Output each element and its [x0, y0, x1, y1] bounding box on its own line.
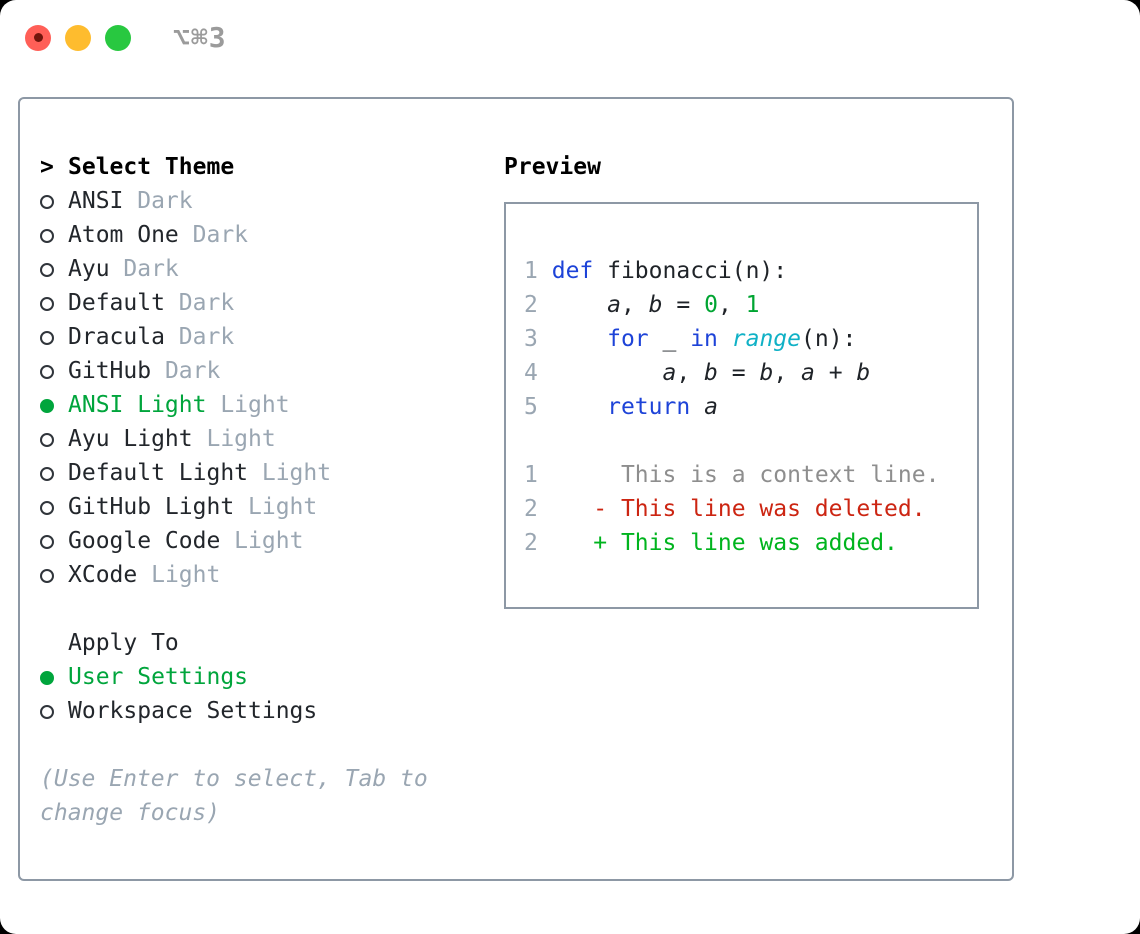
preview-column: Preview 1 def fibonacci(n): 2 a, b = 0, 1… [504, 150, 979, 609]
theme-item-default-light[interactable]: Default Light Light [40, 456, 470, 490]
apply-to-header: Apply To [40, 626, 470, 660]
radio-icon [40, 399, 54, 413]
item-variant: Light [137, 562, 221, 588]
titlebar: ⌥⌘3 [25, 21, 227, 54]
window-title-shortcut: ⌥⌘3 [173, 21, 227, 54]
radio-icon [40, 297, 54, 311]
item-variant: Dark [164, 290, 235, 316]
theme-item-ayu-light[interactable]: Ayu Light Light [40, 422, 470, 456]
theme-item-xcode[interactable]: XCode Light [40, 558, 470, 592]
code-line: 5 return a [524, 394, 718, 420]
item-variant: Dark [151, 358, 221, 384]
radio-icon [40, 705, 54, 719]
radio-icon [40, 501, 54, 515]
theme-item-ansi-light[interactable]: ANSI Light Light [40, 388, 470, 422]
code-line: 1 def fibonacci(n): [524, 258, 788, 284]
minimize-button[interactable] [65, 24, 91, 51]
item-variant: Dark [178, 222, 249, 248]
select-theme-header: > Select Theme [40, 150, 470, 184]
preview-box: 1 def fibonacci(n): 2 a, b = 0, 1 3 for _ … [504, 202, 979, 609]
radio-icon [40, 467, 54, 481]
theme-item-atom-one[interactable]: Atom One Dark [40, 218, 470, 252]
item-variant: Light [220, 528, 304, 554]
item-label: Ayu [68, 256, 110, 282]
theme-item-dracula[interactable]: Dracula Dark [40, 320, 470, 354]
radio-icon [40, 569, 54, 583]
item-label: ANSI Light [68, 392, 207, 418]
preview-code: 1 def fibonacci(n): 2 a, b = 0, 1 3 for _ … [524, 254, 977, 560]
item-variant: Light [234, 494, 318, 520]
item-label: Google Code [68, 528, 221, 554]
preview-header: Preview [504, 154, 601, 180]
item-label: Default Light [68, 460, 249, 486]
item-variant: Dark [109, 256, 179, 282]
apply-option-workspace-settings[interactable]: Workspace Settings [40, 694, 470, 728]
item-label: Dracula [68, 324, 165, 350]
radio-icon [40, 535, 54, 549]
radio-icon [40, 263, 54, 277]
code-line: 2 - This line was deleted. [524, 496, 926, 522]
item-variant: Light [192, 426, 276, 452]
item-variant: Light [206, 392, 290, 418]
theme-item-github[interactable]: GitHub Dark [40, 354, 470, 388]
select-theme-header-label: Select Theme [68, 154, 235, 180]
theme-item-ayu[interactable]: Ayu Dark [40, 252, 470, 286]
maximize-button[interactable] [105, 24, 131, 51]
item-label: Atom One [68, 222, 179, 248]
apply-option-user-settings[interactable]: User Settings [40, 660, 470, 694]
item-label: Workspace Settings [68, 698, 318, 724]
item-variant: Dark [164, 324, 235, 350]
apply-to-header-label: Apply To [68, 630, 179, 656]
theme-item-google-code[interactable]: Google Code Light [40, 524, 470, 558]
radio-icon [40, 229, 54, 243]
close-dot-icon [33, 33, 43, 42]
item-label: GitHub [68, 358, 152, 384]
selection-arrow-icon: > [40, 154, 54, 180]
item-variant: Dark [123, 188, 193, 214]
spacer [40, 728, 470, 762]
item-label: ANSI [68, 188, 124, 214]
item-label: Default [68, 290, 165, 316]
radio-icon [40, 331, 54, 345]
item-label: XCode [68, 562, 138, 588]
radio-icon [40, 365, 54, 379]
radio-icon [40, 433, 54, 447]
item-label: User Settings [68, 664, 249, 690]
radio-icon [40, 671, 54, 685]
code-line [524, 424, 977, 458]
item-variant: Light [248, 460, 332, 486]
spacer [40, 592, 470, 626]
theme-item-github-light[interactable]: GitHub Light Light [40, 490, 470, 524]
code-line: 3 for _ in range(n): [524, 326, 857, 352]
code-line: 2 + This line was added. [524, 530, 898, 556]
code-line: 1 This is a context line. [524, 462, 940, 488]
code-line: 4 a, b = b, a + b [524, 360, 871, 386]
item-label: GitHub Light [68, 494, 235, 520]
theme-item-default[interactable]: Default Dark [40, 286, 470, 320]
code-line: 2 a, b = 0, 1 [524, 292, 760, 318]
close-button[interactable] [25, 24, 51, 51]
hint-text: (Use Enter to select, Tab to change focu… [40, 766, 428, 826]
theme-item-ansi[interactable]: ANSI Dark [40, 184, 470, 218]
radio-icon [40, 195, 54, 209]
item-label: Ayu Light [68, 426, 193, 452]
